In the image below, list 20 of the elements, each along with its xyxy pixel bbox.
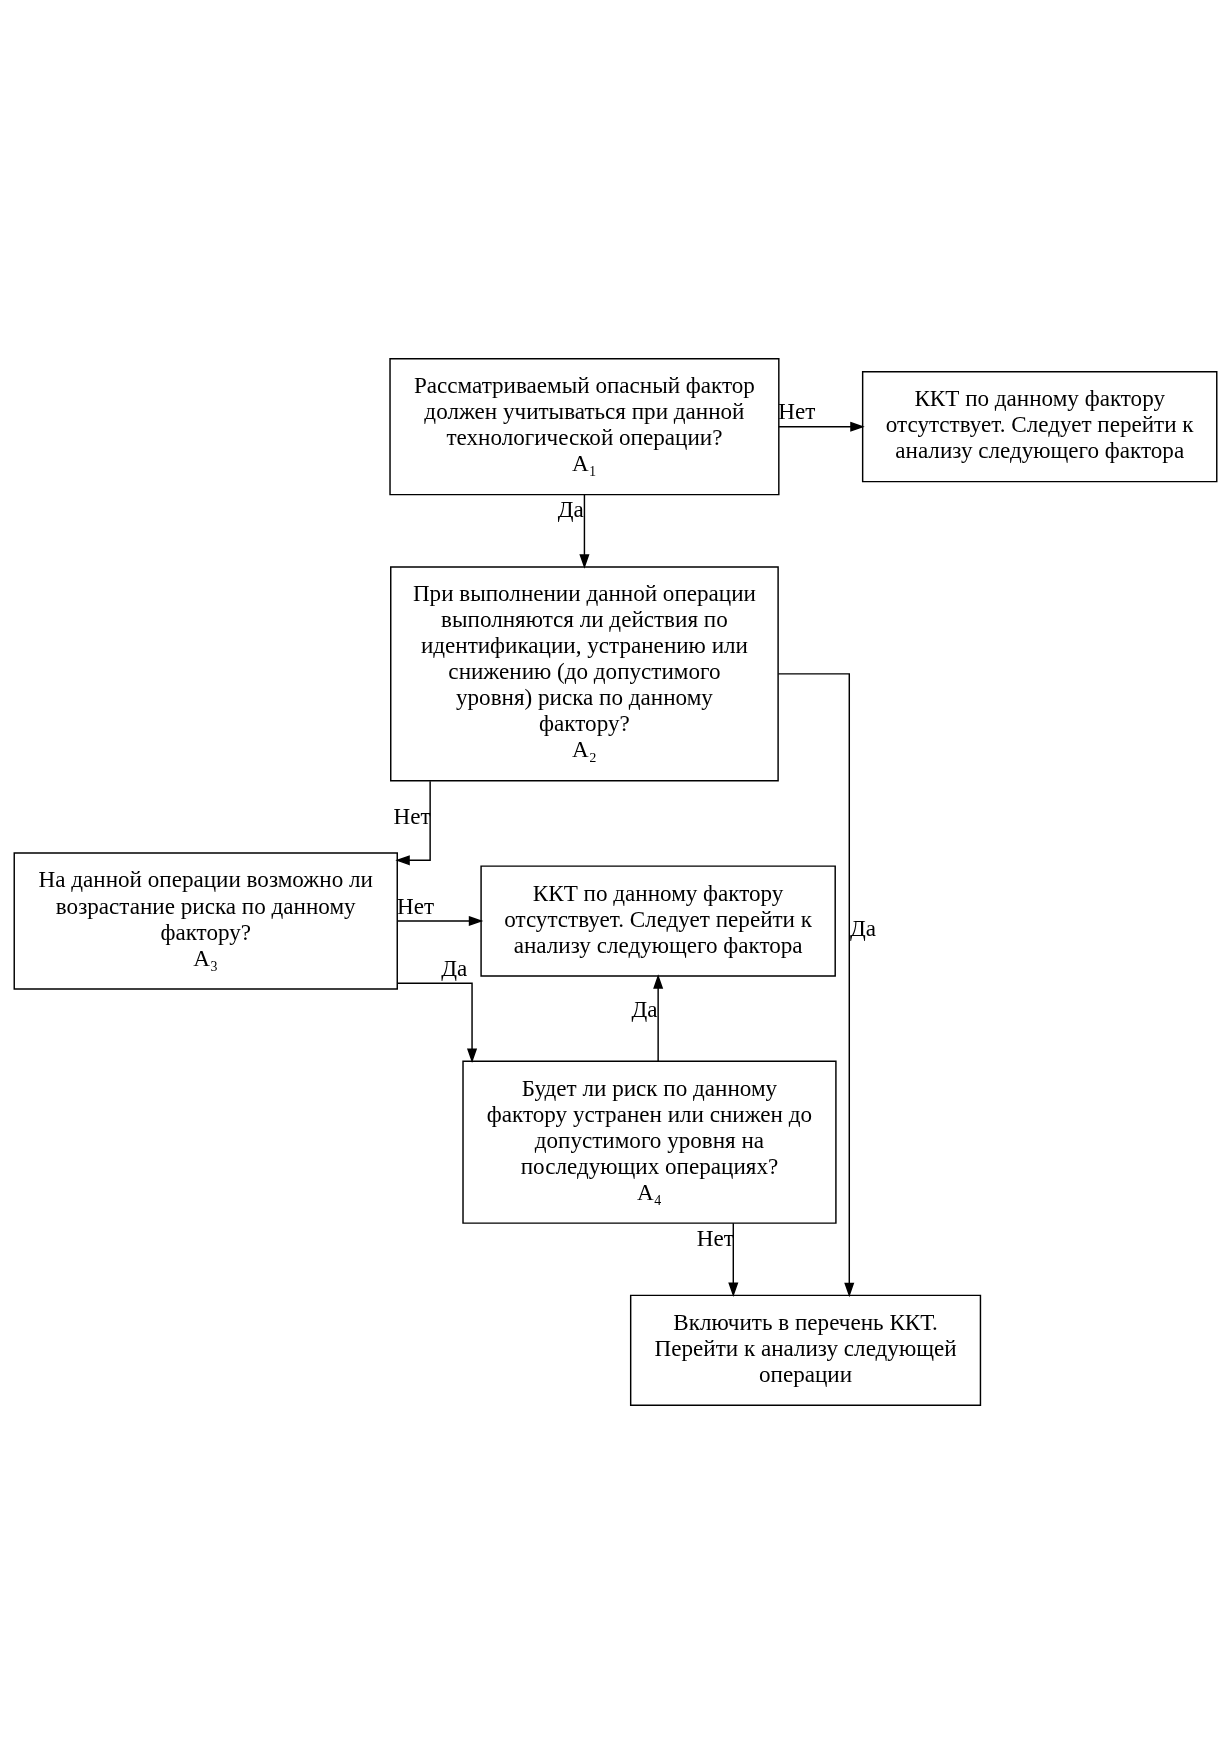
edge-label: Да — [631, 996, 658, 1023]
node-box: ККТ по данному фактору отсутствует. Следует перейти к анализу следующего фактора — [861, 371, 1218, 483]
edge-label: Да — [557, 496, 584, 523]
edge-label: Нет — [696, 1224, 734, 1251]
node-box: Будет ли риск по данному фактору устранен или снижен до допустимого уровня на последующих операциях? A₄ — [462, 1060, 837, 1224]
edge-label: Да — [441, 954, 468, 981]
edge-label: Да — [850, 914, 877, 941]
arrow — [397, 982, 478, 1063]
node-box: Включить в перечень ККТ. Перейти к анализу следующей операции — [629, 1294, 982, 1406]
node-box: ККТ по данному фактору отсутствует. Следует перейти к анализу следующего фактора — [480, 865, 836, 977]
node-box: При выполнении данной операции выполняются ли действия по идентификации, устранению или снижению (до допустимого уровня) риска по данному фактору? A₂ — [390, 566, 779, 782]
arrow — [778, 421, 865, 432]
arrow — [777, 673, 855, 1298]
arrow — [653, 974, 664, 1062]
arrow — [728, 1222, 739, 1298]
arrow — [396, 915, 484, 927]
node-box: На данной операции возможно ли возрастание риска по данному фактору? A₃ — [13, 852, 398, 990]
node-box: Рассматриваемый опасный фактор должен учитываться при данной технологической операции? A₁ — [389, 358, 780, 496]
edge-label: Нет — [778, 398, 816, 425]
arrow — [579, 494, 590, 569]
